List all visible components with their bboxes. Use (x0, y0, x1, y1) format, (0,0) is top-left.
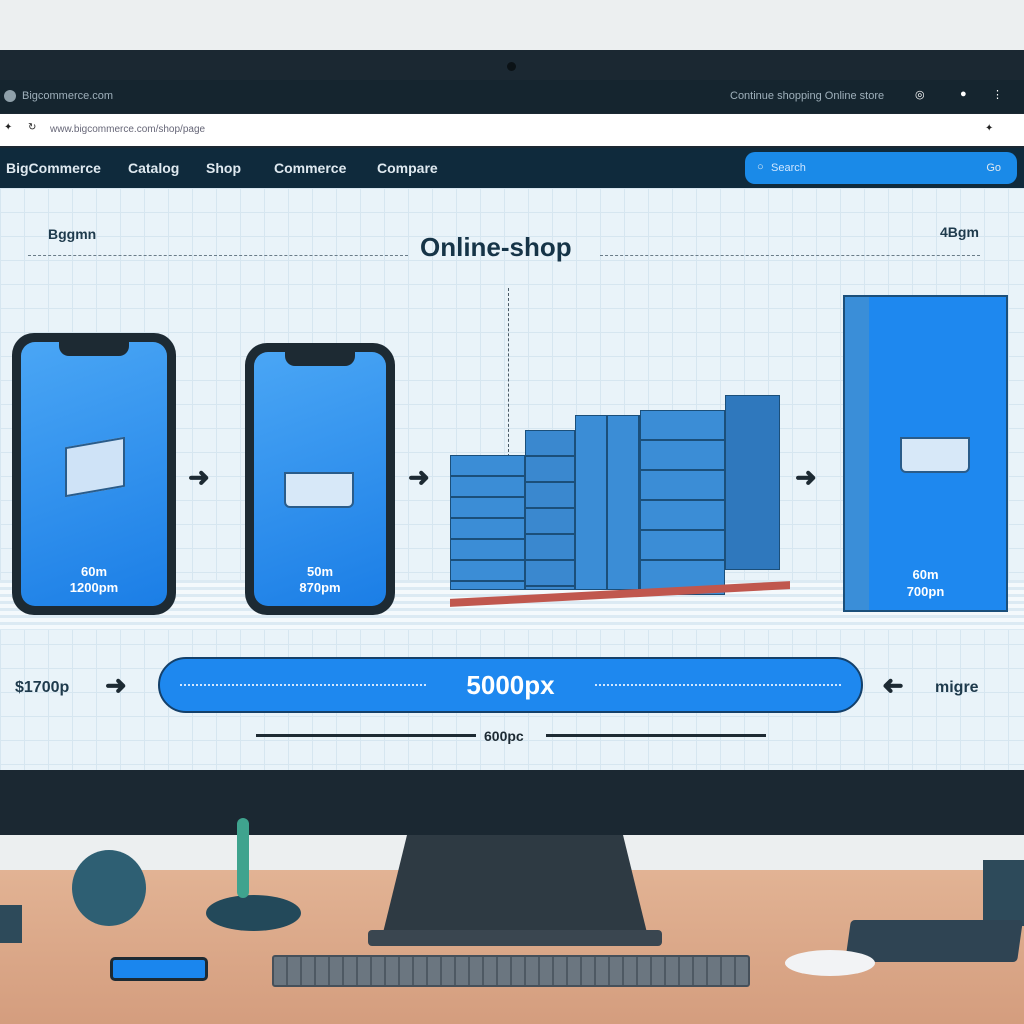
plant-stem (237, 818, 249, 898)
nav-item[interactable]: Compare (377, 160, 438, 176)
plant-pot (206, 895, 301, 931)
menu-icon[interactable]: ⋮ (992, 89, 1003, 101)
monitor-stand (380, 835, 650, 945)
extension-icon[interactable]: ● (960, 88, 967, 100)
box-icon (65, 436, 125, 498)
monitor-base (368, 930, 662, 946)
plant-pot (983, 860, 1024, 926)
left-label: Bggmn (48, 226, 97, 242)
apple-decor (72, 850, 146, 926)
arrow-right-icon: ➜ (795, 462, 817, 492)
scale-line (546, 734, 766, 737)
tablet (845, 920, 1023, 962)
webcam-icon (507, 62, 516, 71)
browser-right-text: Continue shopping Online store (730, 90, 885, 102)
divider (600, 255, 980, 256)
phone-step-2: 50m 870pm (245, 343, 395, 615)
browser-tab[interactable]: Bigcommerce.com (22, 90, 114, 102)
bar-value: 5000px (466, 669, 555, 700)
browser-tab-bar: Bigcommerce.com Continue shopping Online… (0, 80, 1024, 113)
step-line2: 700pn (906, 584, 945, 599)
nav-item[interactable]: Commerce (274, 160, 347, 176)
right-label: 4Bgm (940, 224, 979, 240)
cart-icon (284, 472, 354, 508)
bar-left-label: $1700p (15, 679, 70, 696)
storage-box: 60m 700pn (843, 295, 1008, 612)
url-text[interactable]: www.bigcommerce.com/shop/page (50, 124, 206, 135)
step-line2: 870pm (299, 580, 341, 595)
scale-label: 600pc (484, 728, 524, 744)
pallet-boxes-icon (445, 385, 790, 620)
reload-icon[interactable]: ↻ (28, 122, 37, 133)
arrow-left-icon: ➜ (882, 670, 904, 700)
divider (28, 255, 408, 256)
center-guide (508, 288, 509, 618)
site-logo[interactable]: BigCommerce (6, 160, 101, 176)
cart-icon (900, 437, 970, 473)
page-title: Online-shop (420, 232, 572, 262)
arrow-right-icon: ➜ (188, 462, 210, 492)
scale-line (256, 734, 476, 737)
favicon-icon (4, 90, 16, 102)
arrow-right-icon: ➜ (105, 670, 127, 700)
back-icon[interactable]: ✦ (4, 122, 13, 133)
mouse (785, 950, 875, 976)
arrow-right-icon: ➜ (408, 462, 430, 492)
search-input[interactable]: ○ Search Go (745, 152, 1017, 184)
step-line1: 60m (912, 567, 939, 582)
plant-pot (0, 905, 22, 943)
site-nav: BigCommerce Catalog Shop Commerce Compar… (0, 148, 1024, 188)
progress-bar: 5000px (158, 657, 863, 713)
search-icon: ○ (757, 161, 764, 173)
profile-icon[interactable]: ◎ (915, 89, 925, 101)
search-button[interactable]: Go (986, 162, 1001, 174)
nav-item[interactable]: Shop (206, 160, 241, 176)
search-placeholder: Search (771, 162, 806, 174)
phone-step-1: 60m 1200pm (12, 333, 176, 615)
nav-item[interactable]: Catalog (128, 160, 180, 176)
bookmark-icon[interactable]: ✦ (985, 123, 994, 134)
step-line2: 1200pm (69, 580, 119, 595)
desk-phone (110, 957, 208, 981)
bar-right-label: migre (935, 679, 979, 696)
address-bar[interactable]: ✦ ↻ www.bigcommerce.com/shop/page ✦ (0, 114, 1024, 146)
keyboard (272, 955, 750, 987)
step-line1: 50m (306, 564, 334, 579)
step-line1: 60m (80, 564, 108, 579)
